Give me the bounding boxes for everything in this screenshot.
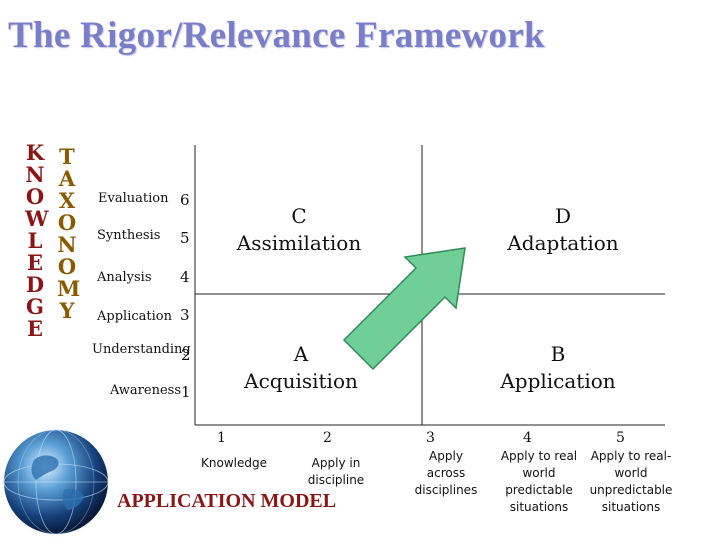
application-number-5: 5 xyxy=(616,430,625,446)
globe-icon xyxy=(0,420,118,544)
level-number-2: 2 xyxy=(181,346,191,364)
level-label-awareness: Awareness xyxy=(110,383,181,398)
application-label-2: Apply in discipline xyxy=(299,455,373,489)
application-label-4: Apply to real world predictable situatio… xyxy=(500,448,578,516)
level-number-5: 5 xyxy=(180,229,190,247)
quadrant-letter: D xyxy=(478,203,648,230)
quadrant-c: C Assimilation xyxy=(214,203,384,257)
application-label-5: Apply to real-world unpredictable situat… xyxy=(585,448,677,516)
quadrant-letter: C xyxy=(214,203,384,230)
application-label-3: Apply across disciplines xyxy=(410,448,482,499)
quadrant-name: Adaptation xyxy=(478,230,648,257)
application-number-3: 3 xyxy=(426,430,435,446)
level-number-4: 4 xyxy=(180,268,190,286)
level-label-application: Application xyxy=(97,309,172,324)
quadrant-letter: B xyxy=(473,341,643,368)
quadrant-name: Application xyxy=(473,368,643,395)
level-number-3: 3 xyxy=(180,306,190,324)
level-label-analysis: Analysis xyxy=(97,270,152,285)
application-number-1: 1 xyxy=(217,430,226,446)
quadrant-d: D Adaptation xyxy=(478,203,648,257)
level-label-understanding: Understanding xyxy=(92,342,191,357)
application-number-2: 2 xyxy=(323,430,332,446)
quadrant-letter: A xyxy=(216,341,386,368)
application-number-4: 4 xyxy=(523,430,532,446)
quadrant-name: Assimilation xyxy=(214,230,384,257)
level-number-1: 1 xyxy=(181,383,191,401)
application-model-label: APPLICATION MODEL xyxy=(117,490,336,513)
quadrant-b: B Application xyxy=(473,341,643,395)
level-label-synthesis: Synthesis xyxy=(97,228,160,243)
level-number-6: 6 xyxy=(180,191,190,209)
quadrant-a: A Acquisition xyxy=(216,341,386,395)
quadrant-name: Acquisition xyxy=(216,368,386,395)
level-label-evaluation: Evaluation xyxy=(98,191,168,206)
application-label-1: Knowledge xyxy=(195,455,273,472)
